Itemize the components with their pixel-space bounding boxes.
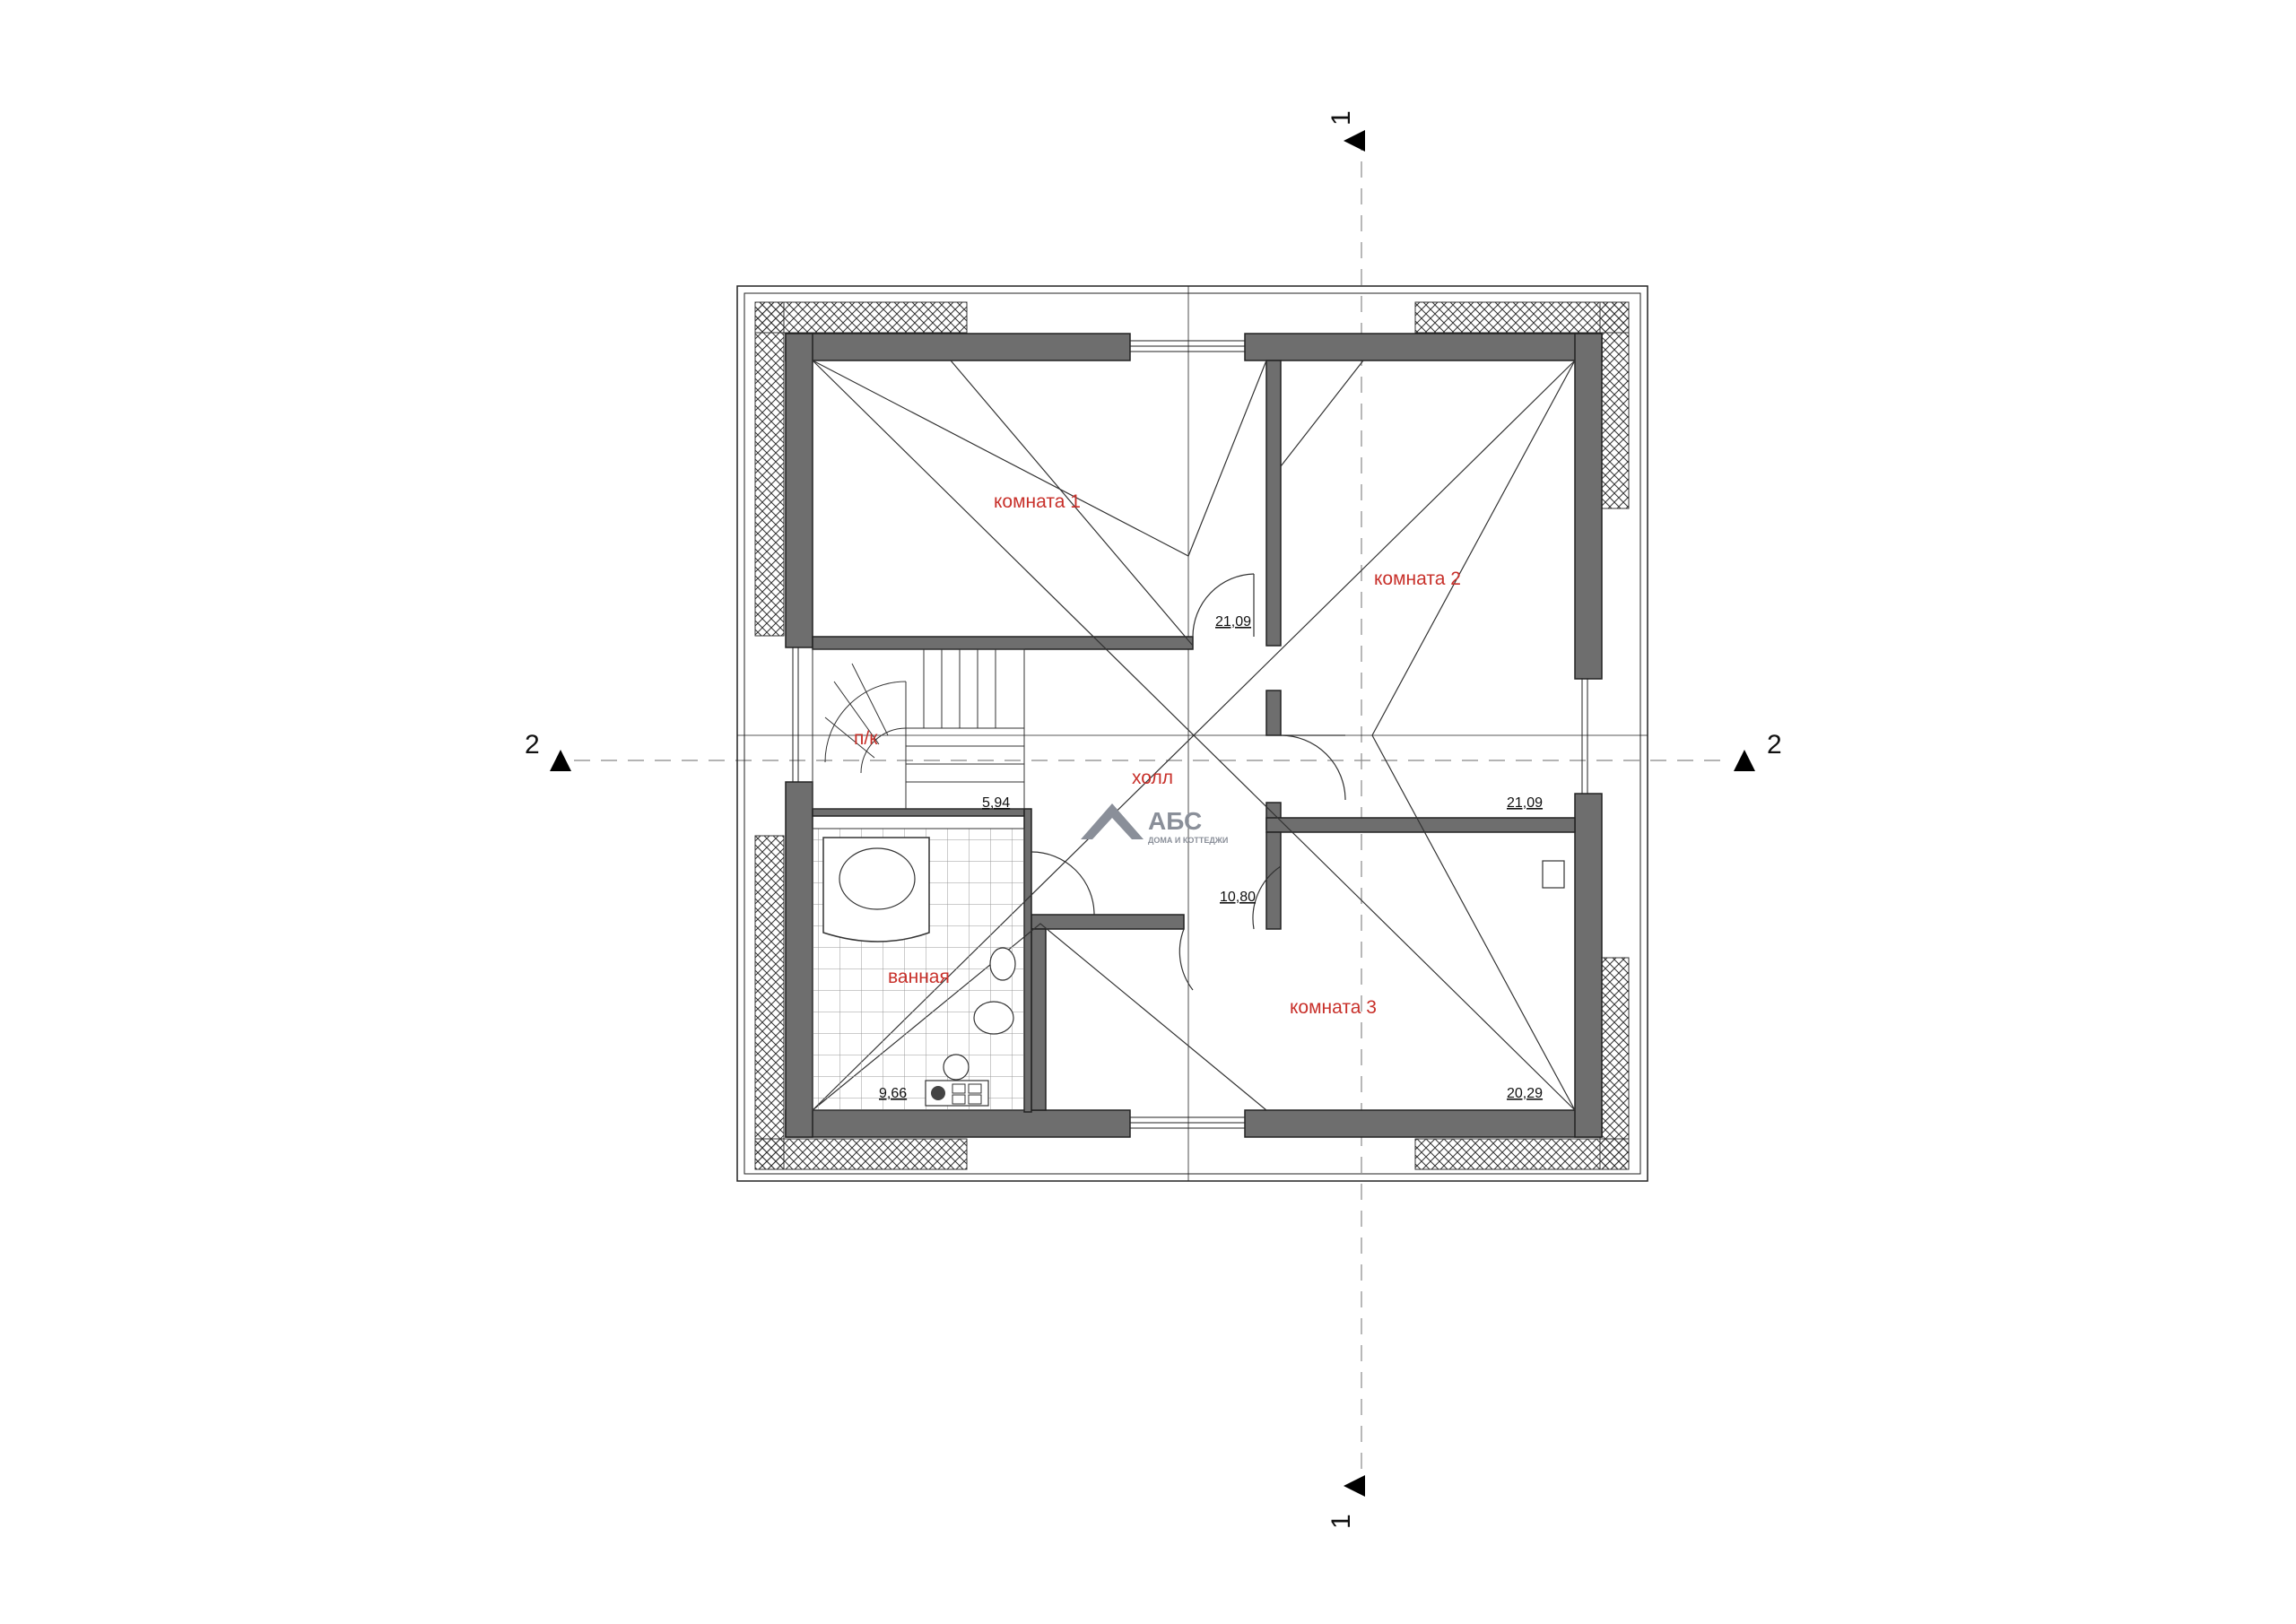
section-bottom-arrow-icon	[1344, 1475, 1365, 1497]
room-2-label: комната 2	[1374, 569, 1461, 589]
bath-area: 9,66	[879, 1086, 907, 1101]
room-3-area: 20,29	[1507, 1086, 1543, 1101]
bathtub-icon	[822, 837, 930, 942]
windows	[792, 340, 1588, 1129]
logo-subtitle: ДОМА И КОТТЕДЖИ	[1148, 836, 1228, 845]
section-left-label: 2	[525, 730, 540, 760]
doors	[1031, 573, 1346, 991]
sink-icon	[973, 1001, 1014, 1035]
logo: АБС ДОМА И КОТТЕДЖИ	[1081, 803, 1228, 845]
logo-house-icon	[1081, 803, 1144, 839]
room-2-area: 21,09	[1507, 795, 1543, 811]
section-right-arrow-icon	[1734, 750, 1755, 771]
bathroom	[812, 828, 1025, 1111]
stairs	[812, 648, 1025, 810]
stair-area: 5,94	[982, 795, 1010, 811]
eave-outline	[736, 285, 1648, 1182]
insulation	[754, 301, 1630, 1170]
section-markers: 1 1 2 2	[525, 110, 1782, 1529]
storage-label: п/к	[854, 728, 878, 749]
section-bottom-label: 1	[1326, 1514, 1356, 1529]
cabinet-icon	[1542, 860, 1565, 889]
section-top-arrow-icon	[1344, 130, 1365, 152]
hall-area: 10,80	[1220, 890, 1256, 905]
bath-label: ванная	[888, 967, 950, 987]
hall-label: холл	[1132, 768, 1173, 788]
section-left-arrow-icon	[550, 750, 571, 771]
section-top-label: 1	[1326, 110, 1356, 126]
room-1-label: комната 1	[994, 491, 1081, 512]
toilet-icon	[989, 947, 1016, 981]
section-right-label: 2	[1767, 730, 1782, 760]
logo-name: АБС	[1148, 807, 1202, 835]
room-3-label: комната 3	[1290, 997, 1377, 1018]
room-1-area: 21,09	[1215, 614, 1251, 630]
